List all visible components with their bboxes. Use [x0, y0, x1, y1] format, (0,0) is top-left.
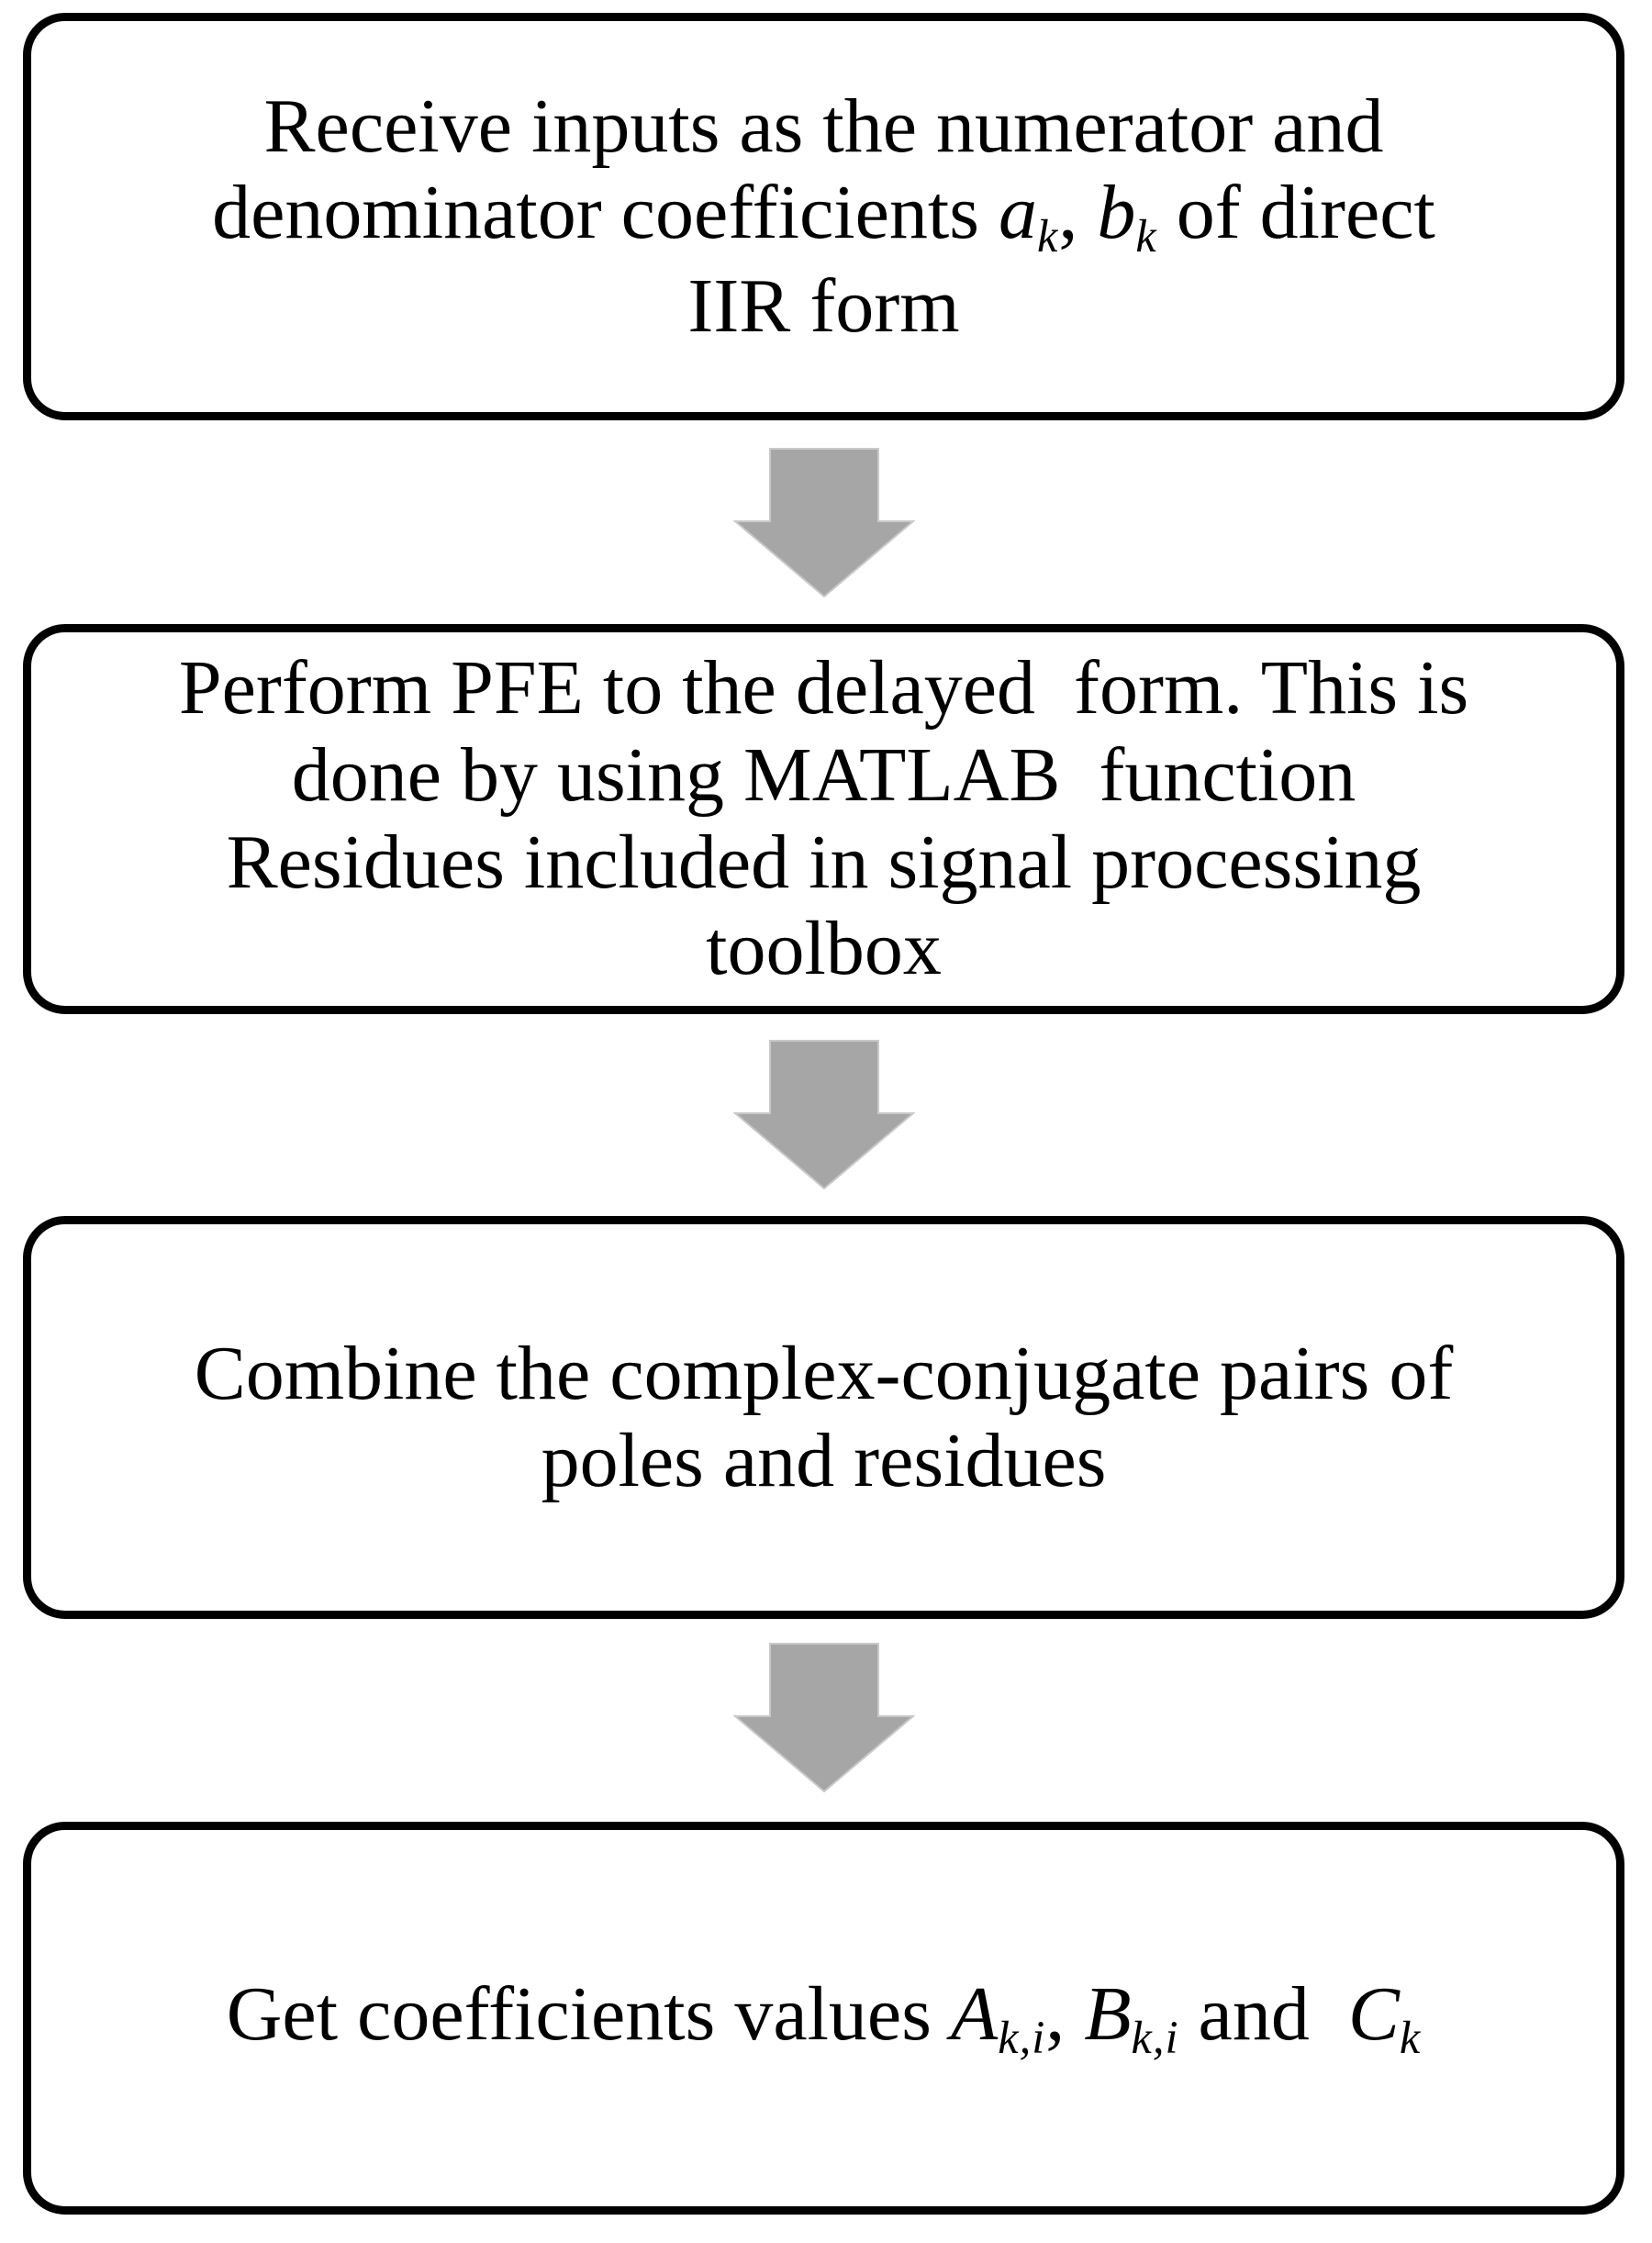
box-text-line: Receive inputs as the numerator and	[263, 83, 1384, 169]
box-text-line: denominator coefficients ak, bk of direc…	[212, 170, 1435, 262]
box-text-line: Residues included in signal processing	[226, 819, 1422, 905]
flow-box-perform-pfe: Perform PFE to the delayed form. This is…	[23, 624, 1624, 1014]
down-arrow-icon	[733, 1643, 915, 1792]
box-text-line: done by using MATLAB function	[291, 731, 1356, 818]
down-arrow-icon	[733, 1040, 915, 1189]
box-text-line: Perform PFE to the delayed form. This is	[178, 644, 1469, 731]
box-text-line: poles and residues	[541, 1417, 1107, 1503]
down-arrow-icon	[733, 448, 915, 597]
box-text-line: Get coefficients values Ak,i, Bk,i and C…	[226, 1971, 1422, 2064]
flow-box-get-coefficients: Get coefficients values Ak,i, Bk,i and C…	[23, 1822, 1624, 2215]
box-text-line: IIR form	[687, 262, 960, 349]
box-text-line: Combine the complex-conjugate pairs of	[194, 1330, 1454, 1416]
box-text-line: toolbox	[706, 906, 942, 992]
